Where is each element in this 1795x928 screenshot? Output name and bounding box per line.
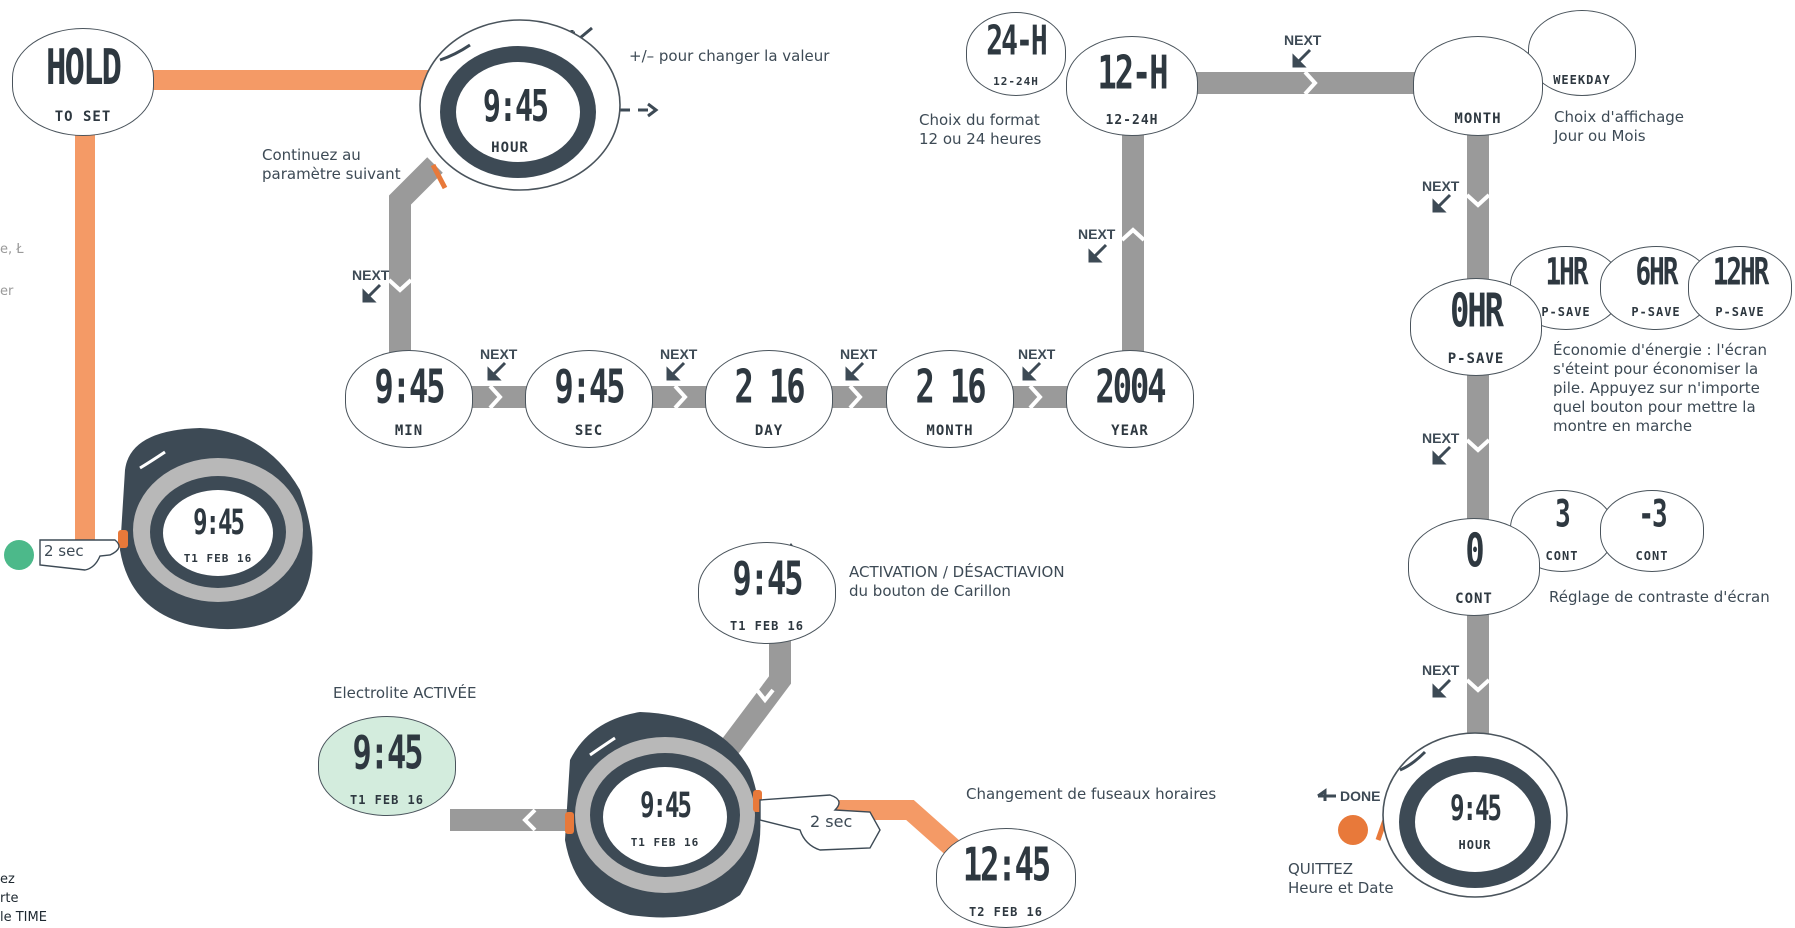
label-electrolite: Electrolite ACTIVÉE [333, 684, 477, 702]
watch-main-date: T1 FEB 16 [183, 552, 253, 565]
display-24h: 24-H 12-24H [966, 12, 1066, 96]
display-psave-0hr: 0HR P-SAVE [1410, 278, 1542, 376]
watch-done-label: HOUR [1458, 838, 1492, 852]
next-label-4: NEXT [840, 346, 878, 362]
watch-main-time: 9:45 [193, 502, 245, 543]
next-label-10: NEXT [1422, 662, 1460, 678]
display-timezone: 12:45 T2 FEB 16 [936, 828, 1076, 928]
watch-bottom-date: T1 FEB 16 [630, 836, 700, 849]
hand-bottom [759, 794, 881, 851]
next-label-9: NEXT [1422, 430, 1460, 446]
display-sec: 9:45 SEC [525, 350, 653, 448]
display-hold: HOLD TO SET [12, 28, 154, 136]
display-12h: 12-H 12-24H [1066, 36, 1198, 136]
label-activation: ACTIVATION / DÉSACTIAVION du bouton de C… [849, 563, 1065, 600]
display-year: 2004 YEAR [1066, 350, 1194, 448]
display-weekday: WEEKDAY [1528, 10, 1636, 96]
watch-done-time: 9:45 [1450, 788, 1502, 829]
next-label-7: NEXT [1284, 32, 1322, 48]
green-dot [4, 540, 34, 570]
gray-connector-to-chime [711, 640, 791, 767]
label-fuseaux: Changement de fuseaux horaires [966, 785, 1217, 803]
label-2sec-bottom: 2 sec [810, 812, 853, 831]
label-plus-minus: +/– pour changer la valeur [629, 47, 830, 65]
label-contraste: Réglage de contraste d'écran [1549, 588, 1770, 606]
gray-connector-hour-to-min [389, 157, 443, 355]
watch-main [118, 428, 313, 630]
display-chime: 9:45 T1 FEB 16 [698, 542, 836, 644]
display-cont-0: 0 CONT [1408, 518, 1540, 616]
label-2sec-left: 2 sec [44, 542, 84, 560]
label-affichage: Choix d'affichage Jour ou Mois [1554, 108, 1685, 145]
next-label-2: NEXT [480, 346, 518, 362]
label-done: DONE [1340, 788, 1381, 804]
label-left-cut-1: e, Ł [0, 242, 24, 257]
orange-dot [1338, 815, 1368, 845]
label-format: Choix du format 12 ou 24 heures [919, 111, 1042, 148]
display-month: 2 16 MONTH [886, 350, 1014, 448]
next-label-6: NEXT [1078, 226, 1116, 242]
next-label-8: NEXT [1422, 178, 1460, 194]
next-label-5: NEXT [1018, 346, 1056, 362]
watch-bottom-time: 9:45 [640, 785, 692, 826]
label-left-cut-2: er [0, 284, 14, 299]
next-label-1: NEXT [352, 267, 390, 283]
hour-label: HOUR [491, 140, 529, 156]
display-electrolite: 9:45 T1 FEB 16 [318, 716, 456, 816]
hand-left [39, 539, 120, 571]
display-cont-minus3: -3 CONT [1600, 490, 1704, 572]
label-continuez: Continuez au paramètre suivant [262, 146, 401, 183]
label-left-cut-3: ez rte le TIME [0, 872, 47, 925]
watch-hour-setting [419, 19, 621, 191]
display-day: 2 16 DAY [705, 350, 833, 448]
display-psave-12hr: 12HR P-SAVE [1688, 246, 1792, 330]
next-label-3: NEXT [660, 346, 698, 362]
watch-done [1382, 732, 1568, 898]
watch-bottom [565, 712, 762, 918]
label-quittez: QUITTEZ Heure et Date [1288, 860, 1394, 897]
display-month-mode: MONTH [1413, 36, 1543, 136]
label-economie: Économie d'énergie : l'écran s'éteint po… [1553, 341, 1768, 435]
hour-time: 9:45 [482, 82, 549, 133]
display-min: 9:45 MIN [345, 350, 473, 448]
